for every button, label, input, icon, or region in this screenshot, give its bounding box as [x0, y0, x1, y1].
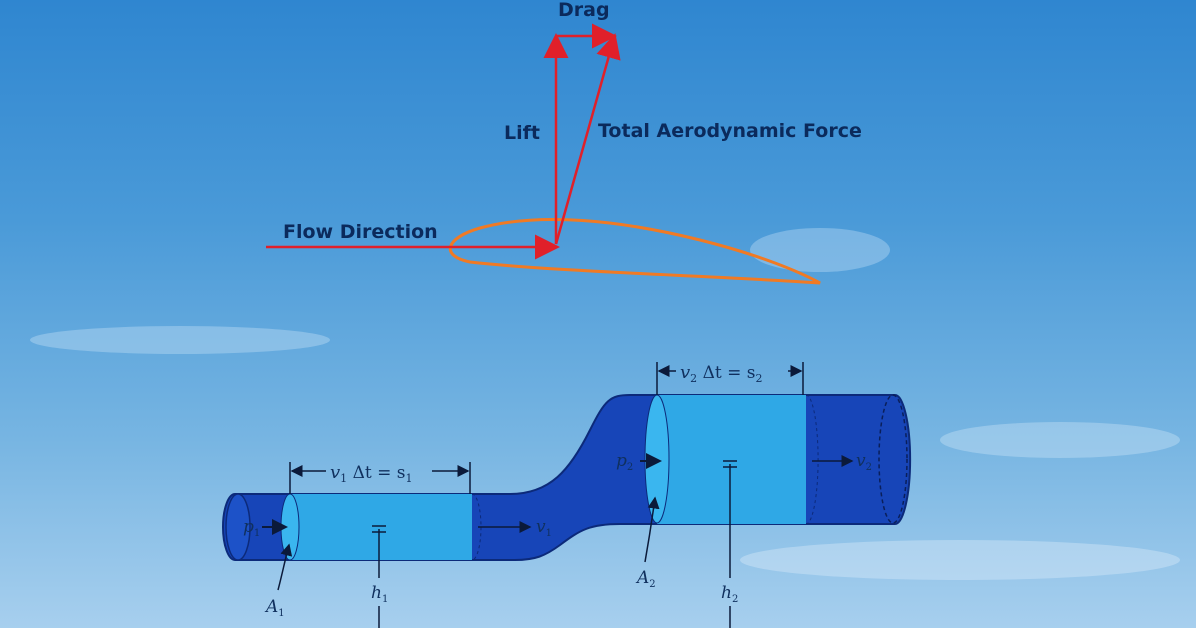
- h2-marker: [723, 460, 737, 628]
- flow-direction-label: Flow Direction: [283, 221, 438, 243]
- segment-2-dimension: [656, 362, 804, 395]
- pipe-end-right: [878, 394, 908, 524]
- cloud-streaks: [30, 228, 1180, 580]
- a1-label: A1: [264, 597, 285, 619]
- h2-label: h2: [721, 583, 738, 605]
- segment-1-label: v1 Δt = s1: [330, 462, 412, 485]
- bernoulli-pipe-diagram: v1 Δt = s1 v2 Δt = s2 p1 p2 v1 v2: [222, 362, 912, 628]
- fluid-segment-2-front: [644, 394, 670, 524]
- total-force-label: Total Aerodynamic Force: [598, 120, 862, 142]
- fluid-segment-2-back: [805, 394, 819, 525]
- segment-1-dimension: [289, 462, 471, 494]
- a1-pointer: [277, 543, 293, 591]
- fluid-segment-2: [657, 395, 806, 524]
- drag-label: Drag: [558, 0, 610, 21]
- v1-label: v1: [536, 517, 552, 539]
- h1-label: h1: [371, 583, 388, 605]
- lift-label: Lift: [504, 122, 540, 144]
- p1-label: p1: [243, 517, 260, 539]
- fluid-segment-1: [290, 494, 472, 560]
- a2-label: A2: [635, 568, 656, 590]
- fluid-segment-1-back: [471, 493, 482, 561]
- a2-pointer: [644, 496, 660, 563]
- pipe-end-left: [225, 493, 251, 561]
- v2-label: v2: [856, 451, 872, 473]
- airfoil-outline: [448, 218, 821, 285]
- segment-2-label: v2 Δt = s2: [680, 362, 762, 385]
- p2-label: p2: [616, 451, 633, 473]
- airfoil-diagram: Drag Lift Total Aerodynamic Force Flow D…: [266, 0, 862, 285]
- h1-marker: [372, 525, 386, 628]
- total-force-arrow: [554, 33, 621, 245]
